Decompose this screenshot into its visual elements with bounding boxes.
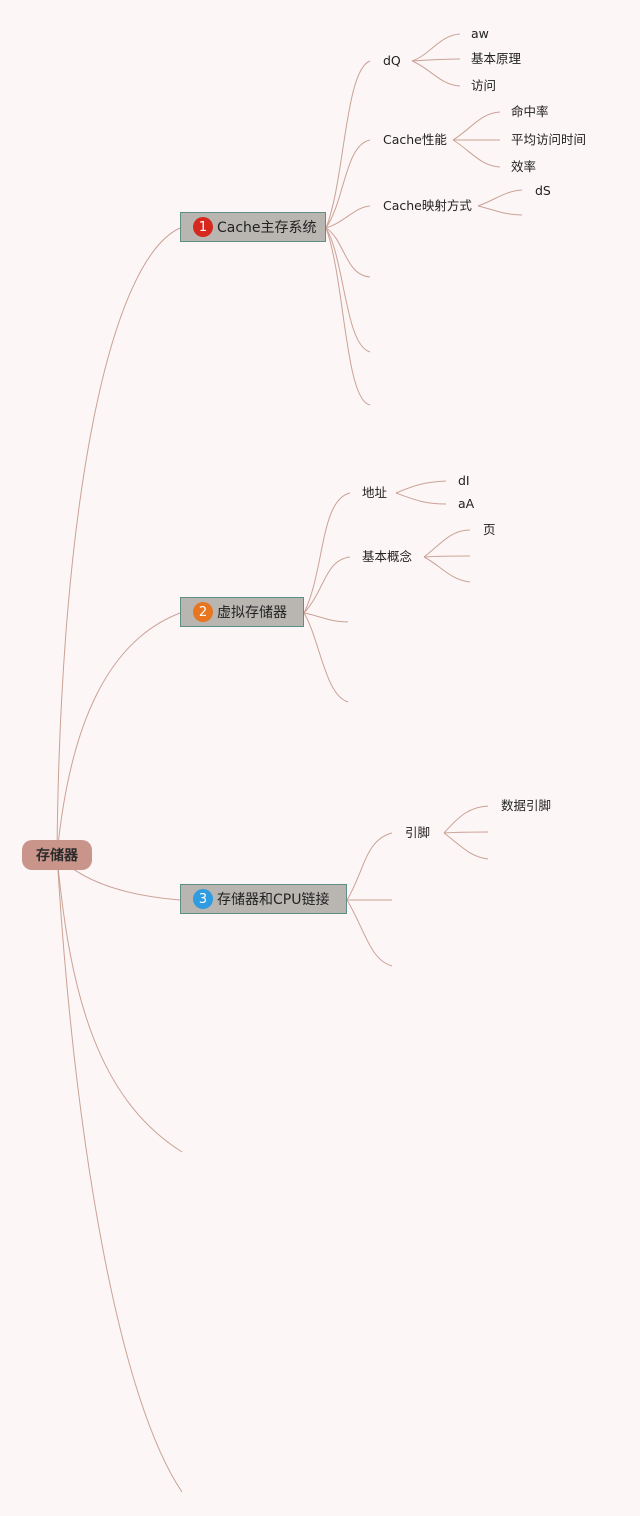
link-dq-visit bbox=[411, 60, 461, 87]
root-node[interactable]: 存储器 bbox=[22, 840, 92, 870]
link-addr-aa bbox=[395, 492, 447, 505]
topic-basic-concept[interactable]: 基本概念 bbox=[362, 549, 413, 564]
branch-label: Cache主存系统 bbox=[217, 220, 317, 236]
link-root-empty-a bbox=[56, 854, 183, 1153]
link-b1-dq bbox=[325, 60, 371, 229]
branch-cache-main-system[interactable]: 1 Cache主存系统 bbox=[180, 212, 326, 242]
link-pin-data bbox=[443, 805, 489, 834]
link-map-ds bbox=[477, 189, 523, 207]
link-dq-aw bbox=[411, 33, 461, 62]
branch-virtual-memory[interactable]: 2 虚拟存储器 bbox=[180, 597, 304, 627]
link-b3-pin bbox=[346, 832, 393, 901]
leaf-hit-rate[interactable]: 命中率 bbox=[511, 104, 549, 119]
branch-memory-cpu-link[interactable]: 3 存储器和CPU链接 bbox=[180, 884, 347, 914]
link-b2-empty-1 bbox=[303, 612, 349, 623]
leaf-basic-principle[interactable]: 基本原理 bbox=[471, 51, 522, 66]
link-b2-concept bbox=[303, 556, 351, 614]
branch-label: 虚拟存储器 bbox=[217, 605, 287, 621]
branch-label: 存储器和CPU链接 bbox=[217, 892, 330, 908]
link-pin-empty-2 bbox=[443, 832, 489, 860]
number-badge-1: 1 bbox=[193, 217, 213, 237]
leaf-ds[interactable]: dS bbox=[535, 183, 551, 198]
link-root-empty-b bbox=[56, 854, 183, 1493]
leaf-di[interactable]: dI bbox=[458, 473, 470, 488]
topic-cache-performance[interactable]: Cache性能 bbox=[383, 132, 447, 147]
link-dq-basic bbox=[411, 58, 461, 62]
leaf-aw[interactable]: aw bbox=[471, 26, 489, 41]
link-map-empty bbox=[477, 205, 523, 216]
link-b1-map bbox=[325, 205, 371, 229]
link-root-2 bbox=[56, 612, 181, 856]
link-root-1 bbox=[56, 227, 181, 856]
link-b2-empty-2 bbox=[303, 612, 349, 703]
topic-cache-mapping[interactable]: Cache映射方式 bbox=[383, 198, 472, 213]
link-perf-eff bbox=[452, 139, 501, 168]
number-badge-2: 2 bbox=[193, 602, 213, 622]
link-concept-page bbox=[423, 529, 471, 558]
leaf-page[interactable]: 页 bbox=[483, 522, 496, 537]
link-b1-empty-3 bbox=[325, 227, 371, 406]
leaf-access[interactable]: 访问 bbox=[471, 78, 497, 93]
link-b1-empty-2 bbox=[325, 227, 371, 353]
link-b1-perf bbox=[325, 139, 371, 229]
leaf-efficiency[interactable]: 效率 bbox=[511, 159, 537, 174]
topic-address[interactable]: 地址 bbox=[362, 485, 388, 500]
link-addr-di bbox=[395, 480, 447, 494]
link-concept-empty-2 bbox=[423, 556, 471, 583]
topic-dq[interactable]: dQ bbox=[383, 53, 401, 68]
leaf-aa[interactable]: aA bbox=[458, 496, 475, 511]
link-pin-empty-1 bbox=[443, 831, 489, 834]
leaf-average-access-time[interactable]: 平均访问时间 bbox=[511, 132, 587, 147]
number-badge-3: 3 bbox=[193, 889, 213, 909]
link-concept-empty-1 bbox=[423, 555, 471, 558]
leaf-data-pins[interactable]: 数据引脚 bbox=[501, 798, 552, 813]
link-perf-hit bbox=[452, 111, 501, 141]
link-b1-empty-1 bbox=[325, 227, 371, 278]
link-b3-empty-2 bbox=[346, 899, 393, 967]
topic-pins[interactable]: 引脚 bbox=[405, 825, 431, 840]
link-b2-addr bbox=[303, 492, 351, 614]
